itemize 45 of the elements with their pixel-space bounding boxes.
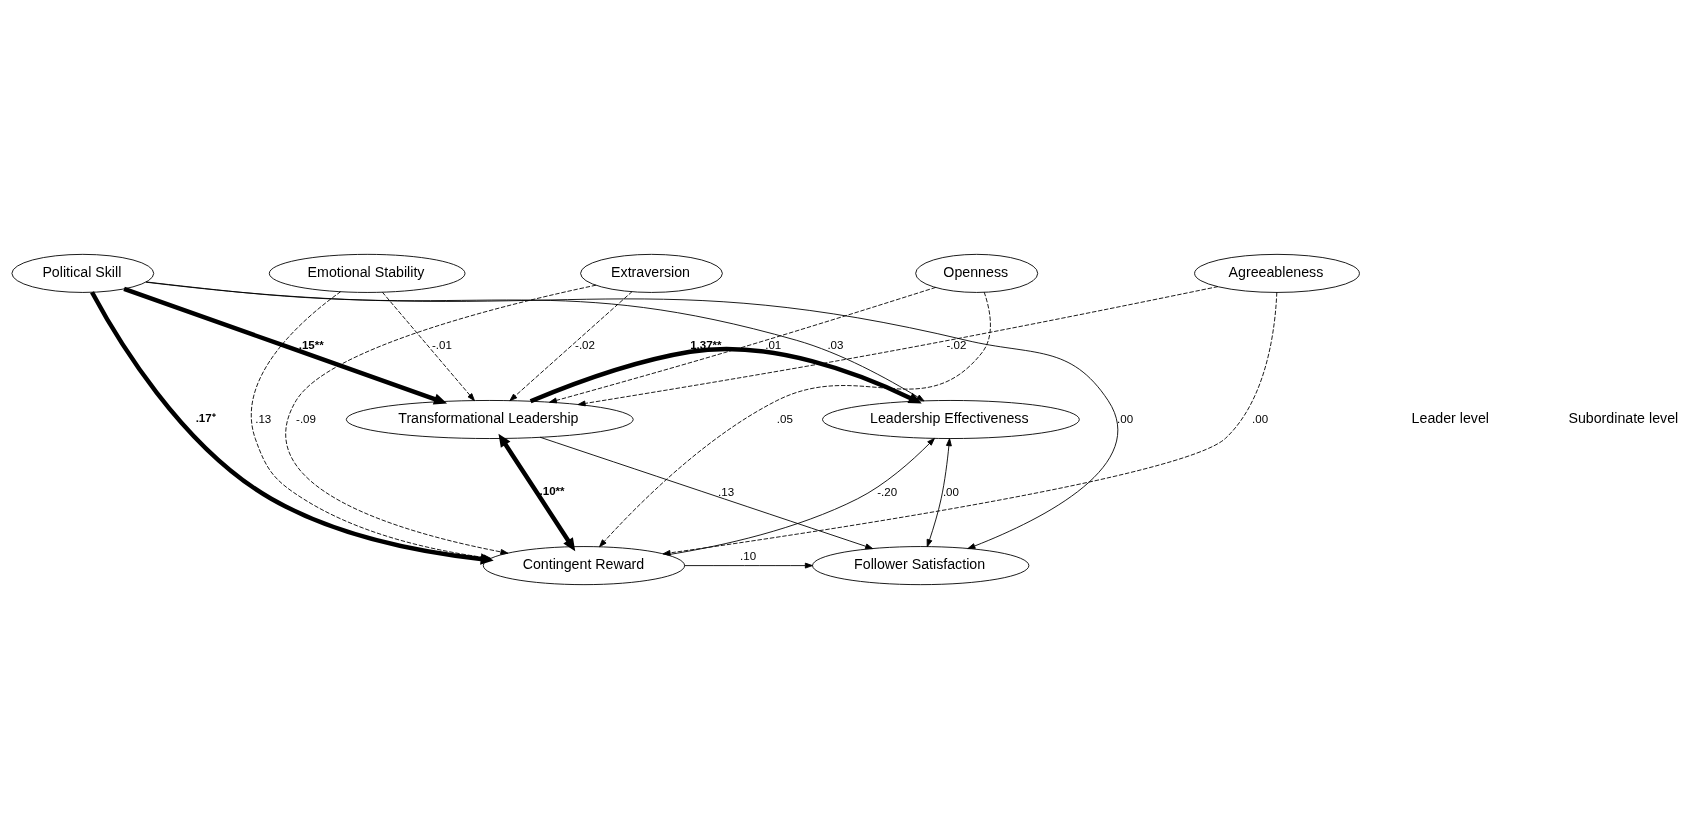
arrow xyxy=(684,562,813,569)
arrow xyxy=(145,281,1119,550)
label: Subordinate level xyxy=(1568,409,1679,426)
edge-label: .15** xyxy=(298,338,324,351)
edge-label: .10** xyxy=(539,484,565,497)
arrow xyxy=(285,284,597,555)
arrow xyxy=(539,436,874,550)
arrow xyxy=(666,437,935,556)
edge-label: .03 xyxy=(827,339,844,352)
node-ellipse: Political Skill xyxy=(11,253,155,293)
arrow xyxy=(577,286,1219,407)
node-ellipse: Emotional Stability xyxy=(268,253,466,293)
arrow xyxy=(529,346,922,404)
label: Leader level xyxy=(1411,409,1490,426)
node-ellipse: Agreeableness xyxy=(1194,253,1360,293)
edge-label: .05 xyxy=(776,412,793,425)
edge-label: .01 xyxy=(765,339,782,352)
arrow xyxy=(498,433,576,552)
edge-label: -.09 xyxy=(296,412,316,425)
arrow xyxy=(549,286,937,404)
arrow xyxy=(382,291,475,402)
node-ellipse: Openness xyxy=(915,253,1039,293)
edge-label: .10 xyxy=(740,549,757,562)
edge-label: .00 xyxy=(942,485,959,498)
edge-label: -.01 xyxy=(432,339,452,352)
edge-label: 1.37** xyxy=(690,338,722,351)
node-ellipse: Extraversion xyxy=(580,253,723,293)
arrow xyxy=(599,291,991,548)
node-ellipse: Follower Satisfaction xyxy=(812,546,1030,586)
edge-label: .13 xyxy=(718,485,735,498)
edge-label: .00 xyxy=(1117,412,1134,425)
arrow xyxy=(145,281,925,402)
arrow xyxy=(123,286,448,405)
arrow xyxy=(926,438,952,548)
edge-label: .17⁺ xyxy=(195,411,216,424)
edge-label: .00 xyxy=(1252,412,1269,425)
edge-label: -.02 xyxy=(946,339,967,352)
edge-label: -.02 xyxy=(575,339,595,352)
arrow xyxy=(509,291,633,402)
arrow xyxy=(90,291,494,565)
arrow xyxy=(662,291,1278,556)
arrow xyxy=(251,291,492,561)
edge-label: .13 xyxy=(255,412,272,425)
edge-label: -.20 xyxy=(877,485,898,498)
node-ellipse: Leadership Effectiveness xyxy=(822,400,1080,439)
